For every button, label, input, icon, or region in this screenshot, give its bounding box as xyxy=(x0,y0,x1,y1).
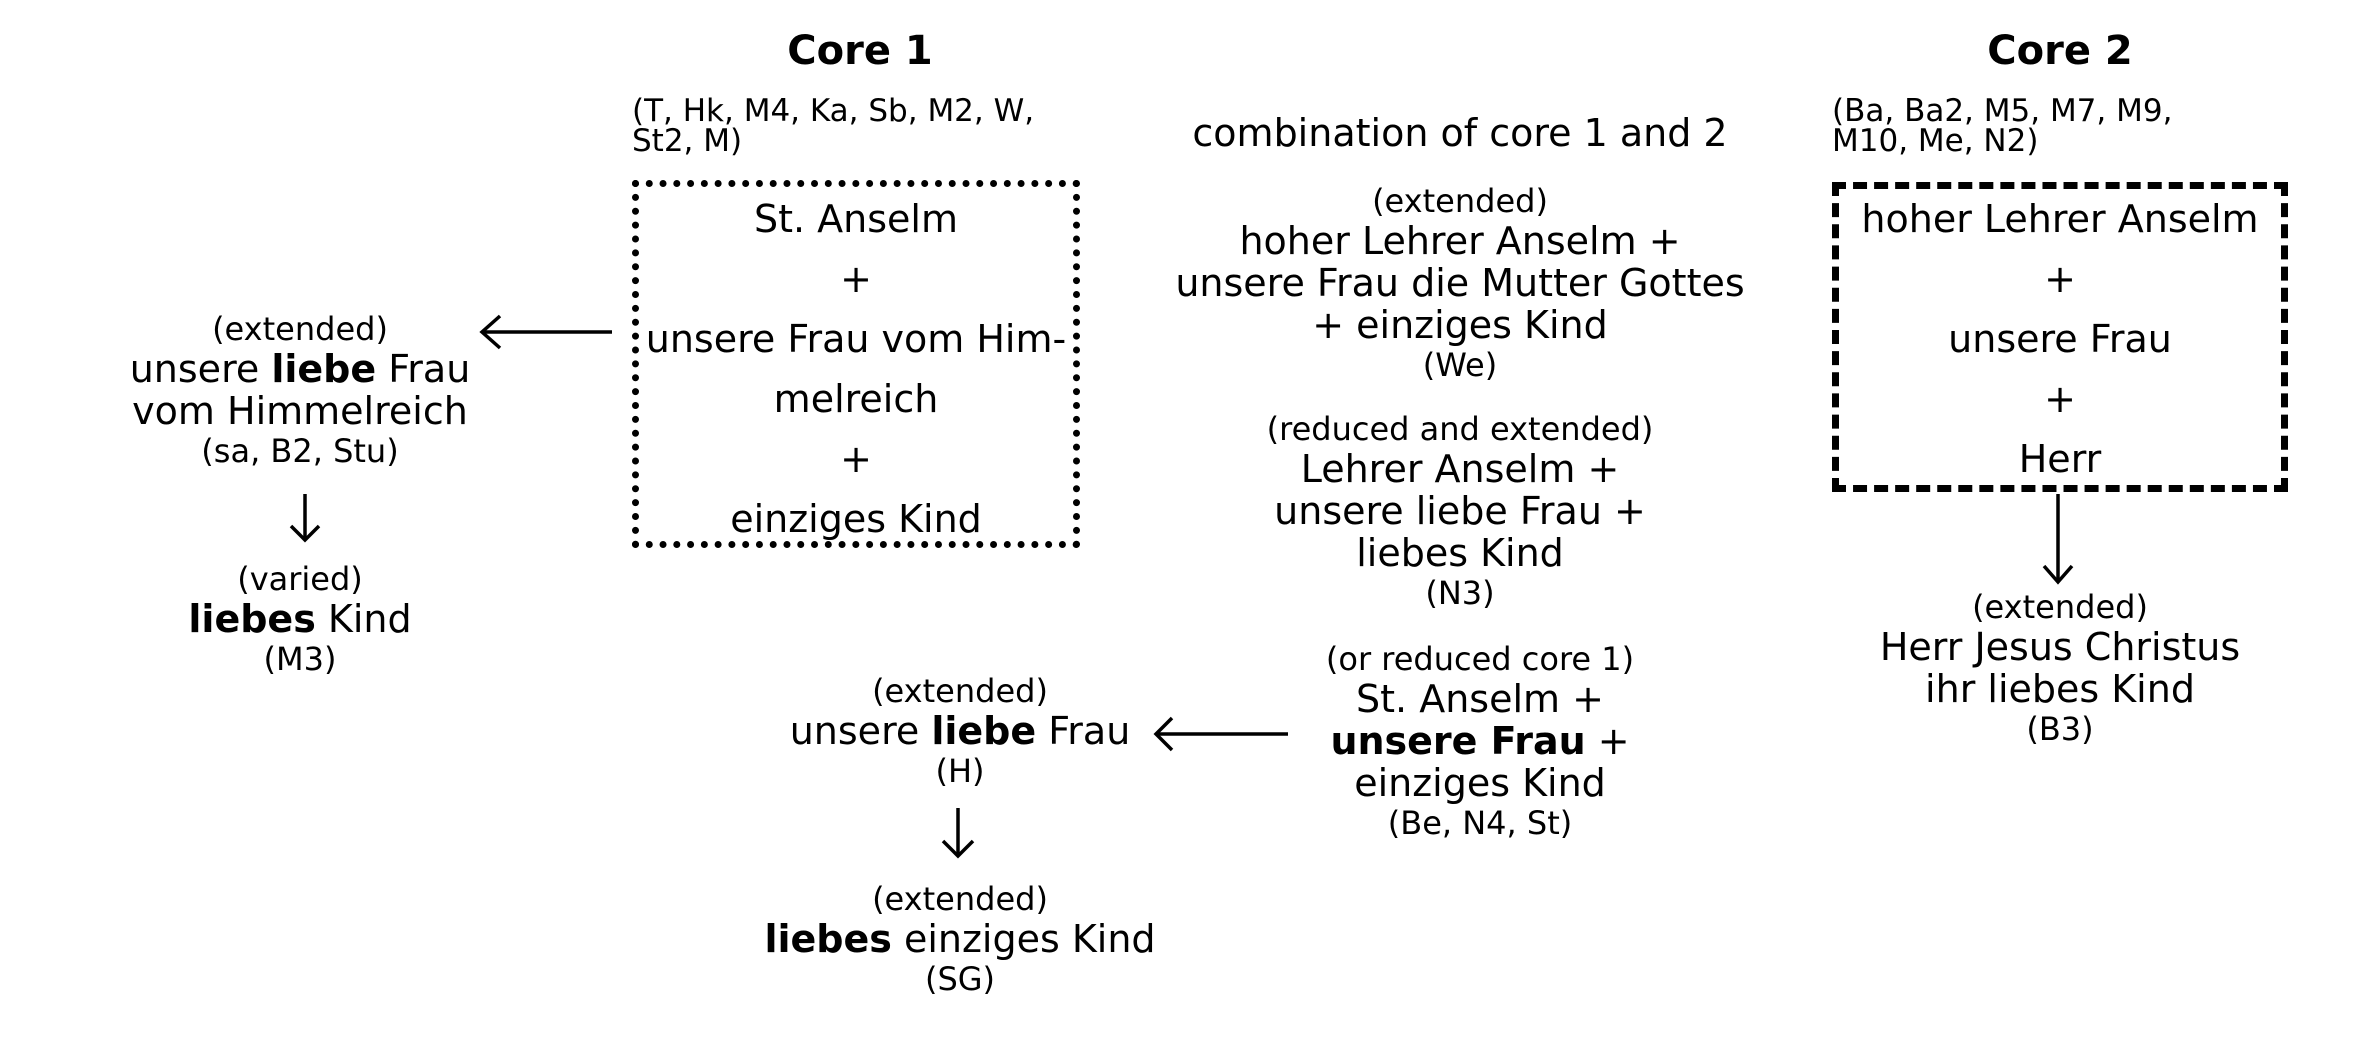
core2-title: Core 2 xyxy=(1987,28,2133,74)
core1-box-line: unsere Frau vom Him- xyxy=(645,317,1067,361)
variant-reduced-line2: unsere Frau + xyxy=(1220,720,1740,762)
left-extended-label: (extended) xyxy=(212,310,388,348)
variant-we-line: unsere Frau die Mutter Gottes xyxy=(1175,261,1745,305)
core1-witnesses-line1: (T, Hk, M4, Ka, Sb, M2, W, xyxy=(632,93,1035,129)
right-b3-label: (extended) xyxy=(1972,588,2148,626)
arrow-down-icon xyxy=(941,808,975,859)
bottom-sg-witnesses: (SG) xyxy=(924,960,996,998)
arrow-down-icon xyxy=(289,494,321,543)
bottom-sg-label: (extended) xyxy=(872,880,1048,918)
variant-we: (extended) hoher Lehrer Anselm + unsere … xyxy=(1120,182,1800,384)
right-b3-witnesses: (B3) xyxy=(2026,710,2094,748)
core1-box: St. Anselm + unsere Frau vom Him- melrei… xyxy=(632,180,1080,548)
variant-we-witnesses: (We) xyxy=(1422,346,1498,384)
variant-reduced-bold: unsere Frau xyxy=(1330,719,1586,763)
variant-reduced-line3: einziges Kind xyxy=(1354,761,1606,805)
right-b3-line: Herr Jesus Christus xyxy=(1879,625,2241,669)
core2-box-line: hoher Lehrer Anselm xyxy=(1861,197,2259,241)
variant-reduced-line1: St. Anselm + xyxy=(1356,677,1604,721)
left-extended: (extended) unsere liebe Frau vom Himmelr… xyxy=(60,310,540,470)
bottom-h-pre: unsere xyxy=(789,709,932,753)
core1-box-line: einziges Kind xyxy=(730,497,982,541)
core2-witnesses-line1: (Ba, Ba2, M5, M7, M9, xyxy=(1832,93,2173,129)
variant-n3-line: liebes Kind xyxy=(1356,531,1564,575)
variant-we-label: (extended) xyxy=(1372,182,1548,220)
variant-n3-line: Lehrer Anselm + xyxy=(1300,447,1620,491)
bottom-h-bold: liebe xyxy=(931,709,1037,753)
left-extended-witnesses: (sa, B2, Stu) xyxy=(201,432,399,470)
variant-n3-label: (reduced and extended) xyxy=(1266,410,1654,448)
core1-title: Core 1 xyxy=(787,28,933,74)
variant-n3-witnesses: (N3) xyxy=(1425,574,1495,612)
core2-box-line: Herr xyxy=(2018,437,2102,481)
core2-witnesses: (Ba, Ba2, M5, M7, M9, M10, Me, N2) xyxy=(1832,93,2292,159)
right-b3-line: ihr liebes Kind xyxy=(1925,667,2195,711)
left-varied-witnesses: (M3) xyxy=(263,640,337,678)
bottom-extended-h: (extended) unsere liebe Frau (H) xyxy=(740,672,1180,790)
variant-n3-line: unsere liebe Frau + xyxy=(1274,489,1646,533)
left-varied-label: (varied) xyxy=(237,560,363,598)
variant-reduced-plus: + xyxy=(1585,719,1630,763)
variant-we-line: hoher Lehrer Anselm + xyxy=(1239,219,1681,263)
left-varied: (varied) liebes Kind (M3) xyxy=(60,560,540,678)
bottom-h-line: unsere liebe Frau xyxy=(740,710,1180,752)
left-extended-pre: unsere xyxy=(129,347,272,391)
core1-box-plus: + xyxy=(840,437,872,481)
core1-witnesses: (T, Hk, M4, Ka, Sb, M2, W, St2, M) xyxy=(632,93,1092,159)
bottom-h-label: (extended) xyxy=(872,672,1048,710)
core1-witnesses-line2: St2, M) xyxy=(632,123,743,159)
bottom-extended-sg: (extended) liebes einziges Kind (SG) xyxy=(700,880,1220,998)
variant-reduced: (or reduced core 1) St. Anselm + unsere … xyxy=(1220,640,1740,842)
arrow-left-icon xyxy=(479,314,612,350)
variant-reduced-witnesses: (Be, N4, St) xyxy=(1387,804,1573,842)
core2-box-plus: + xyxy=(2044,257,2076,301)
bottom-h-post: Frau xyxy=(1036,709,1131,753)
core1-box-plus: + xyxy=(840,257,872,301)
variant-n3: (reduced and extended) Lehrer Anselm + u… xyxy=(1120,410,1800,612)
core1-box-line: St. Anselm xyxy=(753,197,958,241)
left-varied-line: liebes Kind xyxy=(60,598,540,640)
left-extended-post: Frau xyxy=(376,347,471,391)
left-extended-line2: vom Himmelreich xyxy=(132,389,468,433)
arrow-down-icon xyxy=(2042,494,2074,585)
bottom-sg-line: liebes einziges Kind xyxy=(700,918,1220,960)
variant-we-line: + einziges Kind xyxy=(1312,303,1608,347)
bottom-sg-bold: liebes xyxy=(764,917,892,961)
core1-box-line: melreich xyxy=(773,377,939,421)
core2-box-plus: + xyxy=(2044,377,2076,421)
core2-witnesses-line2: M10, Me, N2) xyxy=(1832,123,2039,159)
combination-heading: combination of core 1 and 2 xyxy=(1192,111,1728,155)
core2-box: hoher Lehrer Anselm + unsere Frau + Herr xyxy=(1832,182,2288,492)
left-varied-bold: liebes xyxy=(188,597,316,641)
core2-box-line: unsere Frau xyxy=(1948,317,2172,361)
variant-reduced-label: (or reduced core 1) xyxy=(1325,640,1635,678)
bottom-h-witnesses: (H) xyxy=(935,752,985,790)
arrow-left-icon xyxy=(1153,716,1288,752)
left-varied-rest: Kind xyxy=(315,597,412,641)
left-extended-line1: unsere liebe Frau xyxy=(60,348,540,390)
right-extended-b3: (extended) Herr Jesus Christus ihr liebe… xyxy=(1820,588,2300,748)
bottom-sg-rest: einziges Kind xyxy=(891,917,1156,961)
left-extended-bold: liebe xyxy=(271,347,377,391)
